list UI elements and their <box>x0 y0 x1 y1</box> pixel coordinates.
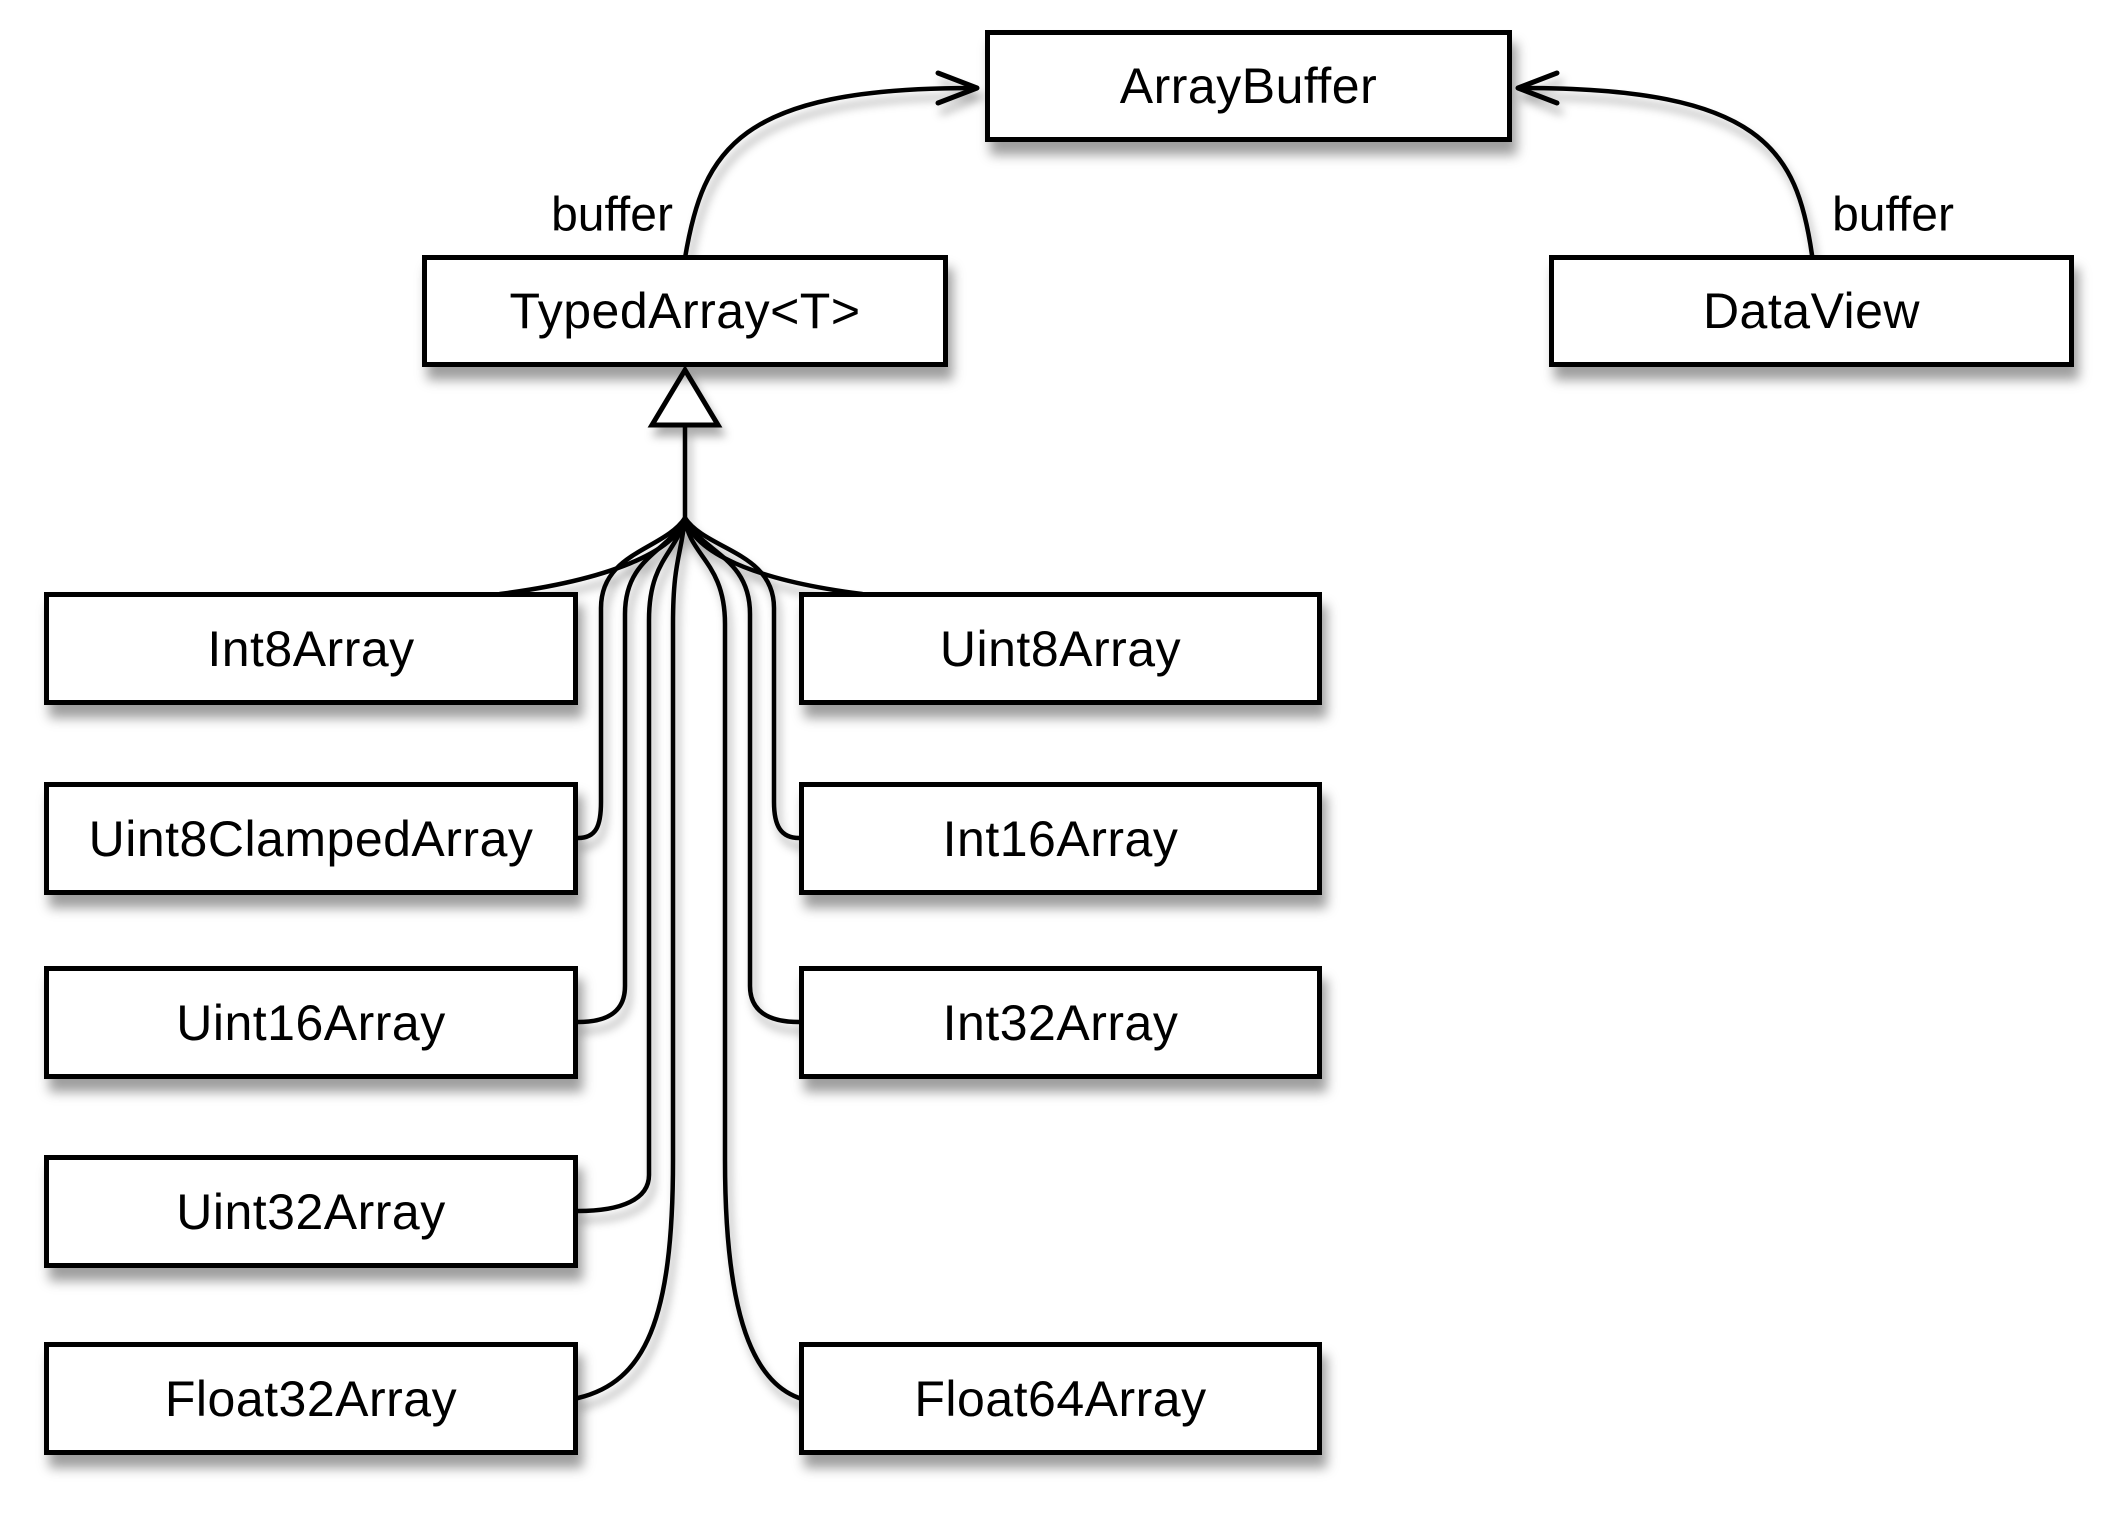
node-int8array-label: Int8Array <box>207 620 415 677</box>
node-arraybuffer-label: ArrayBuffer <box>1119 58 1378 114</box>
node-typedarray-label: TypedArray<T> <box>509 283 861 339</box>
edge-label-buffer-typedarray: buffer <box>551 188 673 242</box>
node-int32array-label: Int32Array <box>942 994 1179 1051</box>
node-int32array: Int32Array <box>799 966 1322 1079</box>
node-uint8array: Uint8Array <box>799 592 1322 705</box>
edge-uint16array <box>575 515 688 1025</box>
inheritance-triangle-icon <box>647 365 723 428</box>
edge-label-buffer-dataview: buffer <box>1832 188 1954 242</box>
node-typedarray: TypedArray<T> <box>422 255 948 367</box>
edge-uint32array <box>575 515 688 1214</box>
edge-float64array <box>682 515 802 1401</box>
node-float32array: Float32Array <box>44 1342 578 1455</box>
node-float32array-label: Float32Array <box>164 1370 458 1427</box>
node-arraybuffer: ArrayBuffer <box>985 30 1512 142</box>
edge-float32array <box>575 515 688 1401</box>
node-float64array: Float64Array <box>799 1342 1322 1455</box>
edge-typedarray-buffer <box>682 85 975 261</box>
edge-uint8clampedarray <box>575 515 688 841</box>
edge-int32array <box>682 515 802 1025</box>
node-uint8array-label: Uint8Array <box>939 620 1182 677</box>
node-float64array-label: Float64Array <box>914 1370 1207 1427</box>
node-dataview: DataView <box>1549 255 2074 367</box>
edge-int8array <box>497 515 688 597</box>
edge-uint8array <box>682 515 865 597</box>
node-uint32array: Uint32Array <box>44 1155 578 1268</box>
edge-dataview-buffer <box>1520 85 1815 258</box>
node-uint8clampedarray-label: Uint8ClampedArray <box>88 810 534 867</box>
node-uint16array-label: Uint16Array <box>176 994 446 1051</box>
node-uint32array-label: Uint32Array <box>176 1183 446 1240</box>
node-dataview-label: DataView <box>1702 283 1921 339</box>
node-int16array-label: Int16Array <box>942 810 1179 867</box>
node-int8array: Int8Array <box>44 592 578 705</box>
node-uint16array: Uint16Array <box>44 966 578 1079</box>
node-uint8clampedarray: Uint8ClampedArray <box>44 782 578 895</box>
arrowhead-right-icon <box>1515 70 1560 106</box>
edge-int16array <box>682 515 802 841</box>
node-int16array: Int16Array <box>799 782 1322 895</box>
arrowhead-left-icon <box>935 70 980 106</box>
